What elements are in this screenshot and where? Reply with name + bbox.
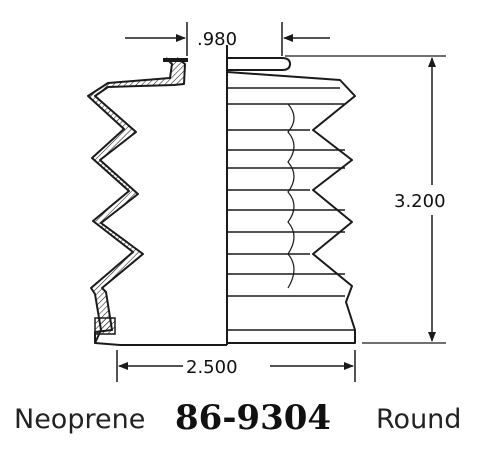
part-number: 86-9304 <box>175 398 332 438</box>
dimension-height-label: 3.200 <box>394 191 446 212</box>
dimension-top-width-label: .980 <box>197 29 237 50</box>
shape-label: Round <box>376 404 462 435</box>
dimension-bottom-width-label: 2.500 <box>186 357 238 378</box>
boot-exterior-view <box>226 57 356 344</box>
material-label: Neoprene <box>14 404 146 435</box>
dimension-bottom-width: 2.500 <box>116 350 356 382</box>
boot-cross-section <box>87 57 227 346</box>
dimension-height: 3.200 <box>285 55 446 344</box>
dimension-top-width: .980 <box>125 22 330 56</box>
